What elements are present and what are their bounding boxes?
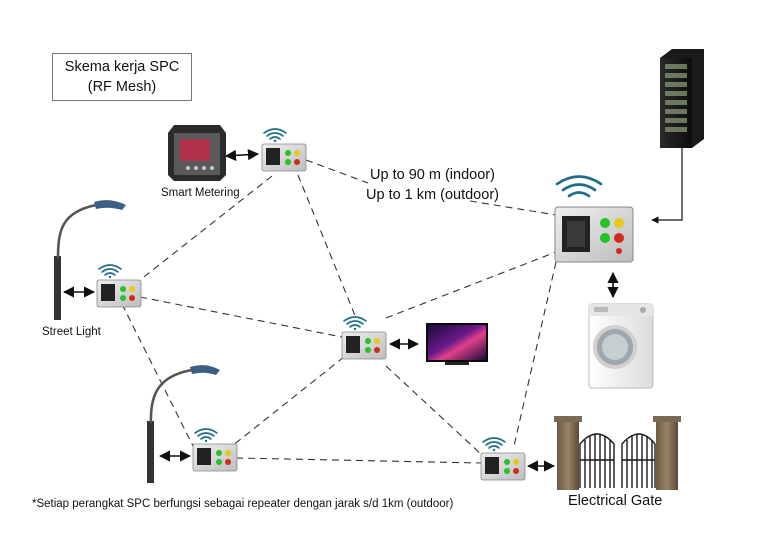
range-indoor: Up to 90 m (indoor) <box>370 167 495 183</box>
street-light-icon <box>147 365 220 483</box>
gate-icon <box>554 416 681 490</box>
connections <box>62 148 683 472</box>
spc-device-street <box>96 264 142 308</box>
wifi-signal-icon <box>194 428 218 443</box>
wifi-signal-icon <box>482 437 506 452</box>
link-center-bottomleft <box>231 356 345 447</box>
diagram-subtitle: (RF Mesh) <box>87 79 157 95</box>
wifi-signal-icon <box>263 128 287 143</box>
link-street-center <box>139 296 343 338</box>
link-meter-center <box>297 174 357 319</box>
mesh-links <box>121 159 557 464</box>
footnote: *Setiap perangkat SPC berfungsi sebagai … <box>32 498 454 510</box>
link-center-hub <box>385 251 557 319</box>
arrow-server <box>651 148 683 224</box>
link-meter-hub-b <box>469 200 557 216</box>
wifi-signal-icon <box>98 264 122 279</box>
link-meter-street <box>139 175 273 281</box>
spc-device-bottomright <box>480 437 526 481</box>
wifi-signal-icon <box>343 316 367 331</box>
link-hub-bottomright <box>513 261 557 447</box>
spc-device-bottomleft <box>192 428 238 472</box>
range-outdoor: Up to 1 km (outdoor) <box>366 187 499 203</box>
server-rack-icon <box>660 49 704 148</box>
spc-device-meter <box>261 128 307 172</box>
street-light-icon <box>54 200 126 320</box>
link-meter-hub <box>305 159 369 184</box>
diagram-title: Skema kerja SPC <box>64 59 180 75</box>
spc-hub-device <box>554 175 634 263</box>
tv-icon <box>426 323 488 365</box>
link-bottomleft-bottomright <box>235 457 483 464</box>
spc-device-center <box>341 316 387 360</box>
wifi-signal-icon <box>555 175 603 198</box>
link-center-bottomright <box>385 365 483 456</box>
link-street-bottomleft <box>121 303 194 447</box>
range-label: Up to 90 m (indoor) Up to 1 km (outdoor) <box>366 165 499 205</box>
diagram-title-box: Skema kerja SPC (RF Mesh) <box>52 53 192 101</box>
street-light-label: Street Light <box>42 326 101 338</box>
electrical-gate-label: Electrical Gate <box>568 493 663 509</box>
smart-metering-label: Smart Metering <box>161 187 240 199</box>
power-meter-icon <box>168 125 226 181</box>
washing-machine-icon <box>588 303 654 389</box>
arrow-meter <box>224 149 260 161</box>
